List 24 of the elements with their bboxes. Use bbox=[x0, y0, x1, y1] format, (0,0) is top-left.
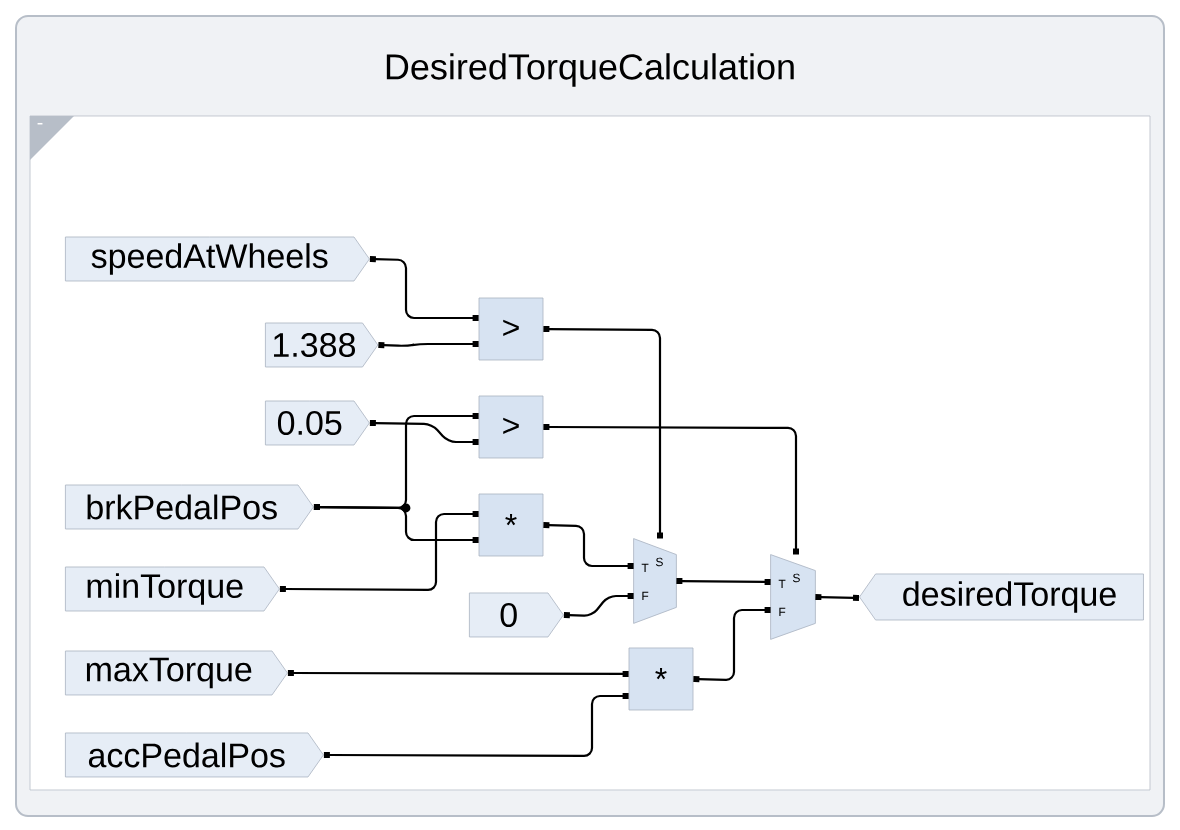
input-port: 0.05 bbox=[265, 400, 370, 446]
input-port: maxTorque bbox=[65, 650, 288, 696]
connector bbox=[279, 511, 479, 593]
connector bbox=[323, 693, 629, 758]
input-port: minTorque bbox=[65, 566, 280, 612]
operator-box: * bbox=[628, 647, 694, 711]
connector bbox=[313, 504, 479, 543]
input-port: accPedalPos bbox=[65, 732, 324, 778]
connector bbox=[369, 256, 479, 321]
input-port: 0 bbox=[469, 592, 564, 638]
input-port: brkPedalPos bbox=[65, 484, 314, 530]
connector bbox=[543, 424, 799, 555]
operator-box: * bbox=[478, 493, 544, 557]
operator-box: > bbox=[478, 297, 544, 361]
connector bbox=[543, 326, 663, 539]
connector bbox=[563, 593, 634, 619]
connector bbox=[693, 607, 771, 683]
output-port: desiredTorque bbox=[859, 573, 1144, 621]
input-port: 1.388 bbox=[265, 322, 379, 368]
operator-box: > bbox=[478, 395, 544, 459]
input-port: speedAtWheels bbox=[65, 236, 370, 282]
connector bbox=[543, 522, 634, 569]
connector bbox=[815, 594, 860, 601]
connector bbox=[378, 341, 479, 349]
